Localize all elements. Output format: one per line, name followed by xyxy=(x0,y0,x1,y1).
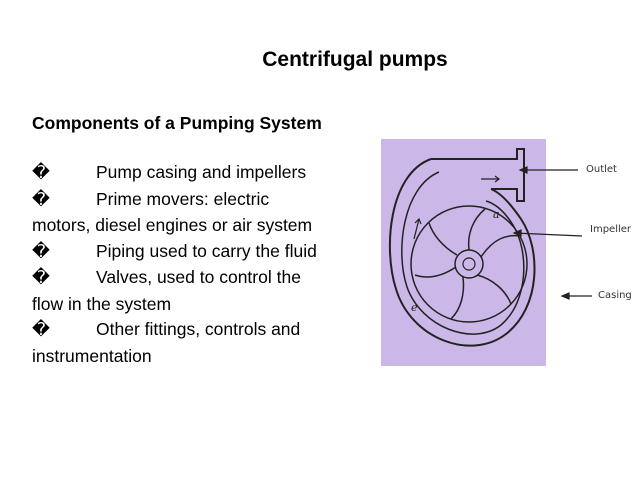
bullet-text: Valves, used to control the flow in the … xyxy=(32,267,301,314)
pump-drawing: a e xyxy=(388,148,536,347)
flow-arrows xyxy=(413,175,500,240)
bullet-item: �Prime movers: electric motors, diesel e… xyxy=(32,187,332,239)
bullet-list: �Pump casing and impellers �Prime movers… xyxy=(32,160,332,369)
bullet-item: �Other fittings, controls and instrument… xyxy=(32,317,332,369)
bullet-glyph: � xyxy=(32,268,50,288)
bullet-glyph: � xyxy=(32,189,50,210)
impeller-shaft xyxy=(462,257,476,271)
impeller-label: Impeller xyxy=(590,224,632,235)
casing-outline xyxy=(388,158,536,347)
outlet-duct xyxy=(431,148,525,202)
diagram-letters: a e xyxy=(411,208,500,314)
svg-text:e: e xyxy=(411,301,418,314)
svg-text:a: a xyxy=(493,208,500,221)
bullet-item: � Pump casing and impellers xyxy=(32,160,332,187)
casing-label: Casing xyxy=(598,290,632,301)
bullet-glyph: � xyxy=(32,320,50,340)
impeller-hub xyxy=(454,249,484,279)
bullet-text: Prime movers: electric motors, diesel en… xyxy=(32,188,313,236)
outlet-label: Outlet xyxy=(586,164,617,175)
bullet-glyph: � xyxy=(32,163,50,183)
bullet-text: Other fittings, controls and instrumenta… xyxy=(32,319,301,366)
bullet-item: �Valves, used to control the flow in the… xyxy=(32,265,332,317)
bullet-text: Pump casing and impellers xyxy=(96,162,307,182)
slide-subtitle: Components of a Pumping System xyxy=(32,113,322,133)
bullet-text: Piping used to carry the fluid xyxy=(96,240,317,261)
impeller-vanes xyxy=(414,208,522,320)
impeller-rim xyxy=(410,205,528,323)
bullet-item: � Piping used to carry the fluid xyxy=(32,239,332,266)
centrifugal-pump-diagram: a e xyxy=(381,139,546,366)
bullet-glyph: � xyxy=(32,241,50,262)
casing-inner xyxy=(401,171,525,335)
slide-title: Centrifugal pumps xyxy=(262,48,448,71)
